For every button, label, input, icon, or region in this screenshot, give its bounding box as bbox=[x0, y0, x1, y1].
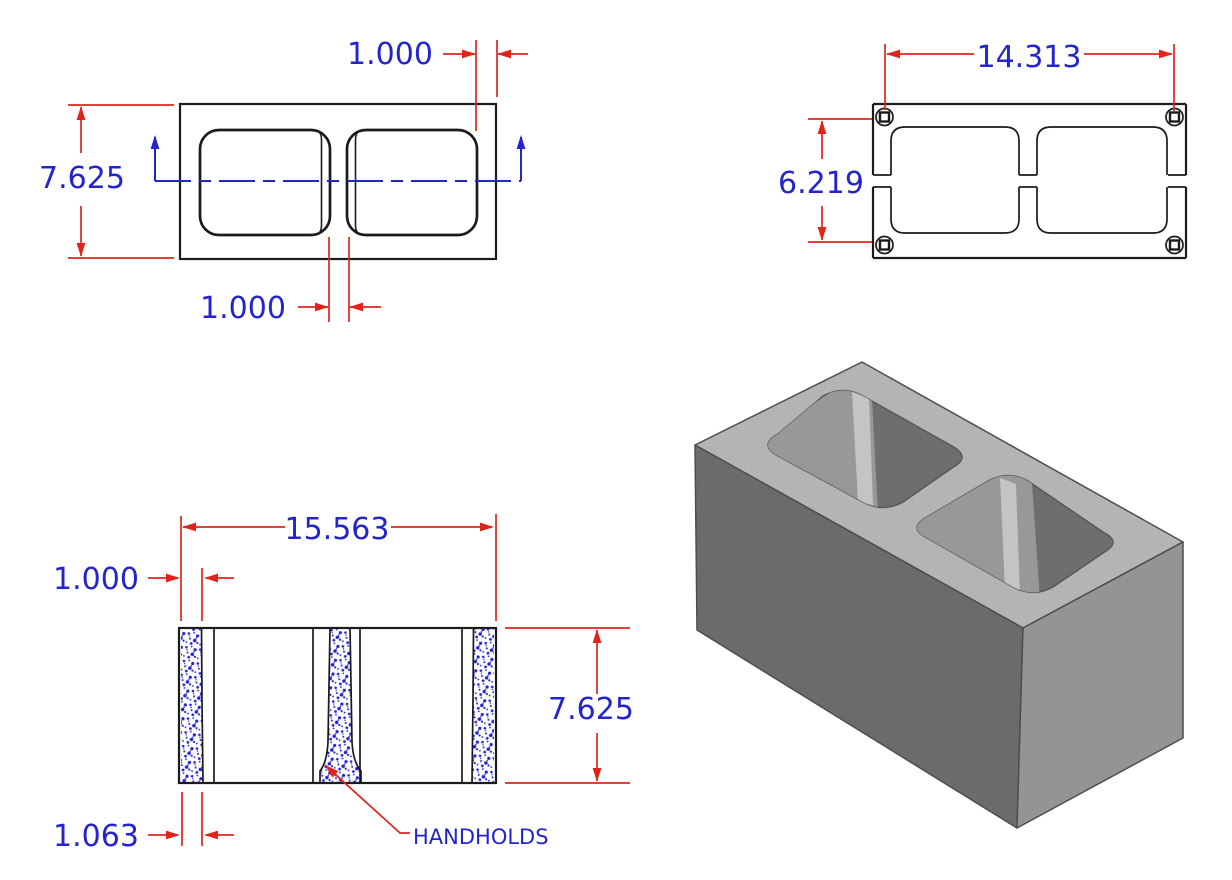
bottom-outline bbox=[871, 102, 1188, 260]
dim-bottom-core-span: 14.313 bbox=[977, 40, 1082, 75]
handholds-leader bbox=[324, 764, 410, 834]
iso-side-face bbox=[1016, 541, 1184, 829]
dim-plan-wall-top: 1.000 bbox=[347, 37, 433, 72]
dim-bottom-inner-depth: 6.219 bbox=[778, 166, 864, 201]
section-arrow-right bbox=[516, 135, 526, 149]
corner-pin bbox=[874, 107, 895, 127]
dim-section-wall-top: 1.000 bbox=[53, 562, 139, 597]
iso-core-hole-right-shading bbox=[917, 475, 1040, 593]
bottom-core-cavities bbox=[890, 126, 1168, 234]
dim-section-height: 7.625 bbox=[548, 692, 634, 727]
bottom-view: 14.313 6.219 bbox=[778, 40, 1188, 260]
section-inner-lines bbox=[200, 627, 475, 784]
dim-plan-web: 1.000 bbox=[200, 291, 286, 326]
section-hatch bbox=[181, 629, 494, 782]
bottom-groove-notches bbox=[873, 174, 1186, 188]
section-view: 15.563 1.000 7.625 1.063 HANDHOLDS bbox=[53, 512, 634, 854]
plan-dimension-lines bbox=[68, 40, 528, 322]
plan-view: 7.625 1.000 1.000 bbox=[39, 37, 528, 326]
corner-pin bbox=[1164, 235, 1185, 255]
handholds-label: HANDHOLDS bbox=[413, 825, 549, 849]
iso-core-hole-left-shading bbox=[768, 390, 878, 508]
dim-plan-depth: 7.625 bbox=[39, 161, 125, 196]
dim-section-wall-bottom: 1.063 bbox=[53, 819, 139, 854]
dim-section-length: 15.563 bbox=[285, 512, 390, 547]
core-taper-line-right bbox=[354, 131, 359, 234]
bottom-dimension-lines bbox=[808, 44, 1175, 243]
corner-pin bbox=[1164, 107, 1185, 127]
corner-pin bbox=[874, 235, 895, 255]
plan-core-hole-left bbox=[198, 128, 332, 237]
section-dimension-lines bbox=[148, 514, 630, 846]
plan-core-hole-right bbox=[345, 128, 479, 237]
section-arrow-left bbox=[150, 135, 160, 149]
isometric-view bbox=[694, 361, 1184, 829]
core-taper-line-left bbox=[318, 131, 323, 234]
handhold-profile-left bbox=[319, 627, 331, 783]
handhold-profile-right bbox=[349, 627, 362, 783]
section-cut-line bbox=[150, 135, 526, 182]
